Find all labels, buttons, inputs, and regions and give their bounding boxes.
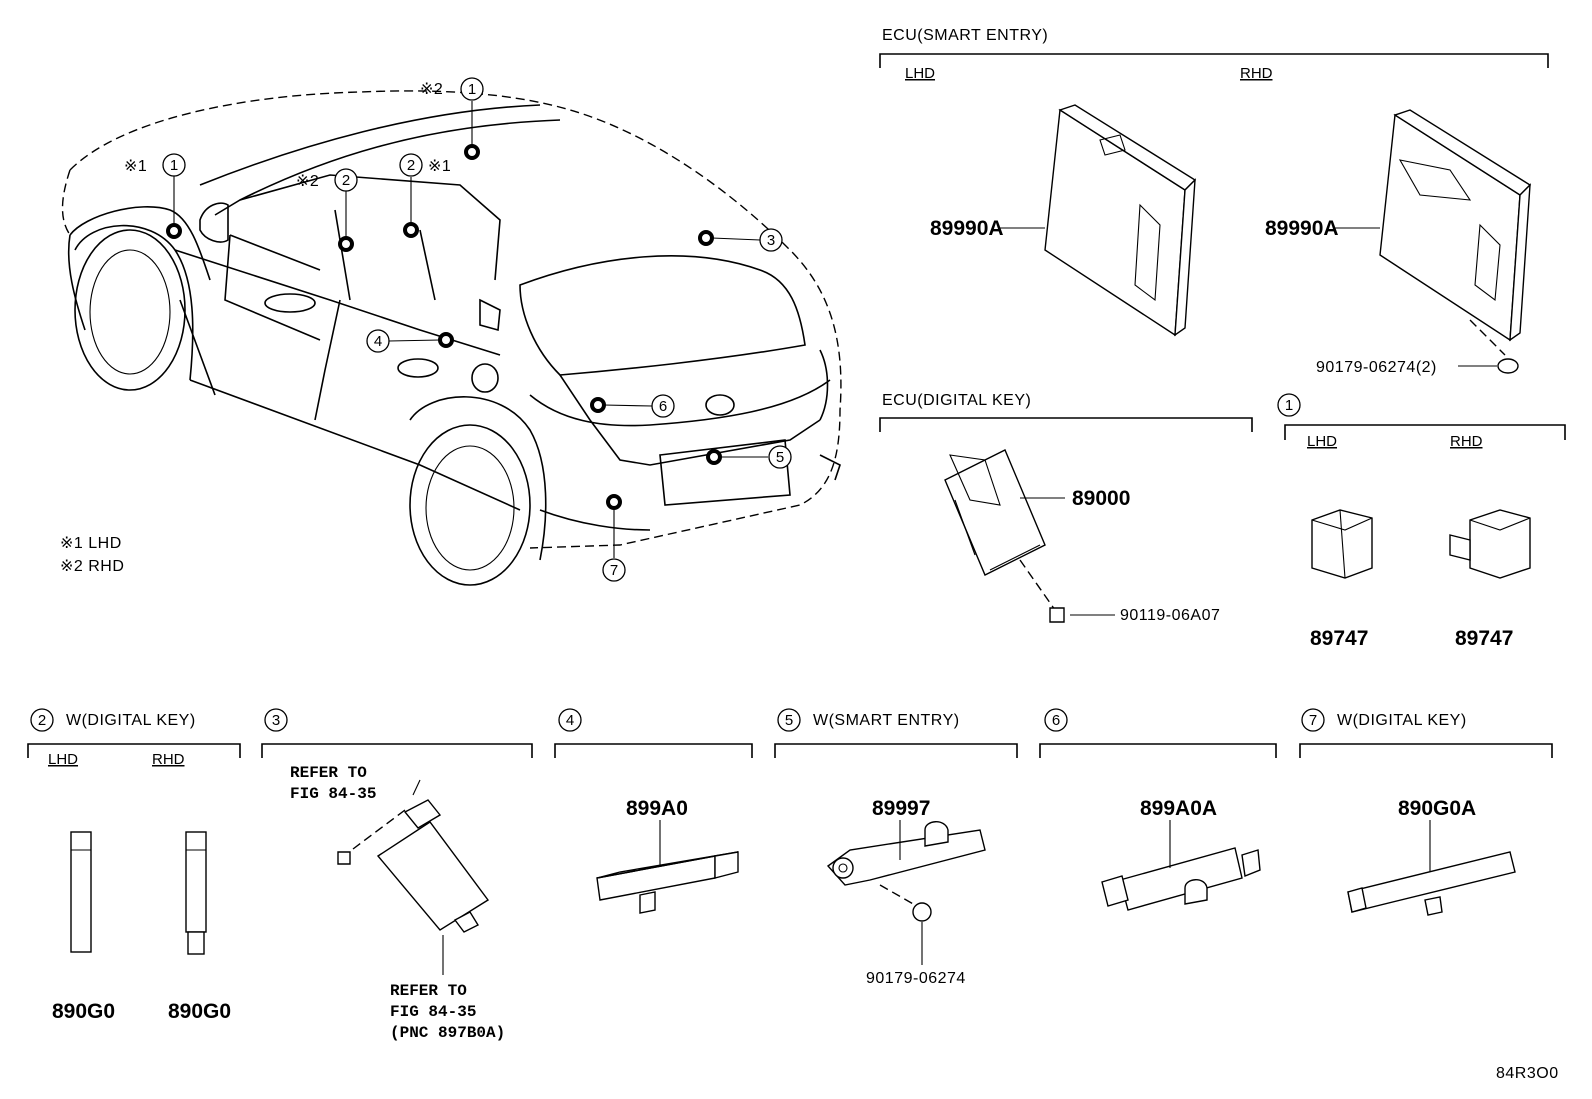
part-number-899a0: 899A0	[626, 797, 688, 820]
group-2-rhd-part	[185, 831, 207, 955]
location-dot-2-lhd	[403, 222, 419, 238]
group-3-section: 3 REFER TO FIG 84-35 REFER TO FIG 84-35 …	[261, 708, 533, 1042]
callout-number: 6	[659, 398, 667, 415]
car-callout-2-lhd: 2 ※1	[399, 153, 451, 177]
group-4-section: 4 899A0	[554, 708, 753, 914]
reference-note-top-line-1: REFER TO	[290, 764, 367, 782]
group-number: 4	[566, 712, 574, 729]
group-2-section: 2 W(DIGITAL KEY) LHD RHD 890G0 890G0	[27, 708, 241, 1023]
location-dot-1-lhd	[166, 223, 182, 239]
legend-lhd: ※1 LHD	[60, 535, 122, 552]
bolt-number-90119-06a07: 90119-06A07	[1120, 607, 1220, 624]
group-5-section: 5 W(SMART ENTRY) 89997 90179-06274	[774, 708, 1018, 987]
part-number-890g0a: 890G0A	[1398, 797, 1476, 820]
part-number-89000: 89000	[1072, 487, 1130, 510]
group-number: 6	[1052, 712, 1060, 729]
ecu-smart-entry-section: ECU(SMART ENTRY) LHD RHD 89990A 89990A 9…	[879, 27, 1549, 376]
ecu-digital-key-part	[944, 449, 1115, 623]
reference-note-top-line-2: FIG 84-35	[290, 785, 376, 803]
car-callout-1-lhd: 1 ※1	[124, 153, 186, 177]
rhd-label: RHD	[1450, 433, 1483, 450]
ecu-digital-key-section: ECU(DIGITAL KEY) 89000 90119-06A07	[879, 392, 1253, 624]
legend-rhd: ※2 RHD	[60, 558, 124, 575]
callout-number: 5	[776, 449, 784, 466]
car-callout-4: 4	[366, 329, 390, 353]
callout-number: 1	[468, 81, 476, 98]
rhd-label: RHD	[1240, 65, 1273, 82]
part-number-89990a-lhd: 89990A	[930, 217, 1004, 240]
car-callout-6: 6	[651, 394, 675, 418]
callout-note: ※2	[420, 81, 443, 98]
car-callout-1-rhd: 1 ※2	[420, 77, 484, 101]
callout-note: ※1	[428, 158, 451, 175]
section-title: W(SMART ENTRY)	[813, 712, 960, 729]
location-dot-4	[438, 332, 454, 348]
location-dot-3	[698, 230, 714, 246]
location-dot-1-rhd	[464, 144, 480, 160]
group-6-part	[1101, 820, 1261, 911]
group-number: 1	[1285, 397, 1293, 414]
callout-number: 1	[170, 157, 178, 174]
figure-code: 84R3O0	[1496, 1065, 1559, 1082]
location-dot-6	[590, 397, 606, 413]
reference-note-bottom-line-1: REFER TO	[390, 982, 467, 1000]
group-number: 2	[38, 712, 46, 729]
part-number-89990a-rhd: 89990A	[1265, 217, 1339, 240]
group-number: 5	[785, 712, 793, 729]
callout-note: ※1	[124, 158, 147, 175]
lhd-label: LHD	[1307, 433, 1337, 450]
section-title: W(DIGITAL KEY)	[66, 712, 196, 729]
location-dot-7	[606, 494, 622, 510]
callout-number: 2	[407, 157, 415, 174]
vehicle-illustration	[61, 90, 842, 586]
part-number-890g0-lhd: 890G0	[52, 1000, 115, 1023]
reference-note-bottom-line-2: FIG 84-35	[390, 1003, 476, 1021]
location-dot-2-rhd	[338, 236, 354, 252]
section-title: W(DIGITAL KEY)	[1337, 712, 1467, 729]
group-7-section: 7 W(DIGITAL KEY) 890G0A	[1299, 708, 1553, 916]
lhd-label: LHD	[905, 65, 935, 82]
group-1-lhd-part	[1311, 509, 1373, 579]
car-callout-2-rhd: 2 ※2	[296, 168, 358, 192]
legend: ※1 LHD ※2 RHD	[60, 535, 124, 575]
part-number-89747-lhd: 89747	[1310, 627, 1368, 650]
bolt-number-90179-06274: 90179-06274	[866, 970, 966, 987]
ecu-smart-entry-rhd-part	[1335, 109, 1532, 374]
group-2-lhd-part	[70, 831, 92, 953]
group-1-section: 1 LHD RHD 89747 89747	[1277, 393, 1566, 650]
part-number-899a0a: 899A0A	[1140, 797, 1217, 820]
callout-number: 4	[374, 333, 382, 350]
location-dot-5	[706, 449, 722, 465]
part-number-89997: 89997	[872, 797, 930, 820]
car-callout-7: 7	[602, 558, 626, 582]
group-5-part	[826, 820, 986, 965]
bolt-number-90179-06274-2: 90179-06274(2)	[1316, 359, 1437, 376]
lhd-label: LHD	[48, 751, 78, 768]
part-number-89747-rhd: 89747	[1455, 627, 1513, 650]
callout-note: ※2	[296, 173, 319, 190]
callout-number: 2	[342, 172, 350, 189]
group-6-section: 6 899A0A	[1039, 708, 1277, 911]
group-number: 7	[1309, 712, 1317, 729]
section-title: ECU(SMART ENTRY)	[882, 27, 1048, 44]
group-7-part	[1347, 820, 1516, 916]
ecu-smart-entry-lhd-part	[1000, 104, 1197, 337]
group-number: 3	[272, 712, 280, 729]
group-3-part	[337, 779, 490, 975]
part-number-890g0-rhd: 890G0	[168, 1000, 231, 1023]
group-1-rhd-part	[1449, 509, 1531, 579]
callout-number: 3	[767, 232, 775, 249]
section-title: ECU(DIGITAL KEY)	[882, 392, 1031, 409]
rhd-label: RHD	[152, 751, 185, 768]
reference-note-bottom-line-3: (PNC 897B0A)	[390, 1024, 505, 1042]
car-callout-3: 3	[759, 228, 783, 252]
group-4-part	[596, 820, 739, 914]
car-callout-5: 5	[768, 445, 792, 469]
callout-number: 7	[610, 562, 618, 579]
antenna-locations	[166, 144, 722, 510]
